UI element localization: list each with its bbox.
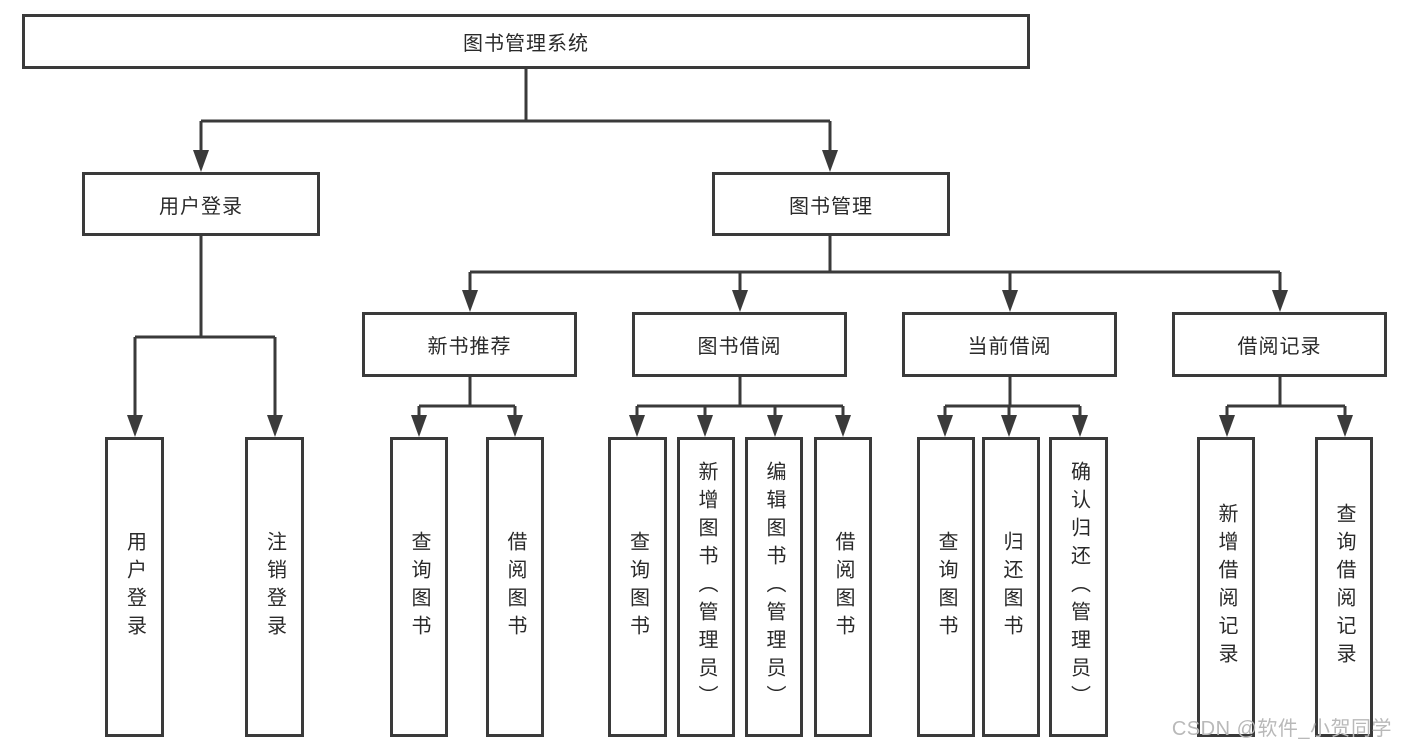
node-current-query-book: 查询图书 — [917, 437, 975, 737]
node-rec-query-book: 查询图书 — [390, 437, 448, 737]
node-borrow-add-book: 新增图书（管理员） — [677, 437, 735, 737]
node-rec-borrow-book: 借阅图书 — [486, 437, 544, 737]
node-book-borrow: 图书借阅 — [632, 312, 847, 377]
node-borrow-add-book-label: 新增图书（管理员） — [695, 461, 717, 713]
node-user-login-branch: 用户登录 — [82, 172, 320, 236]
connector-book-borrow — [635, 377, 845, 417]
node-current-borrow-label: 当前借阅 — [967, 336, 1052, 358]
node-borrow-edit-book-label: 编辑图书（管理员） — [763, 461, 785, 713]
node-user-login-branch-label: 用户登录 — [159, 195, 243, 218]
node-borrow-query-book: 查询图书 — [608, 437, 667, 737]
node-records-add-label: 新增借阅记录 — [1215, 503, 1237, 671]
connector-book-mgmt-branch — [468, 236, 1282, 292]
node-logout: 注销登录 — [245, 437, 304, 737]
node-current-confirm-return: 确认归还（管理员） — [1049, 437, 1108, 737]
node-records-query: 查询借阅记录 — [1315, 437, 1373, 737]
node-book-management-branch: 图书管理 — [712, 172, 950, 236]
arrowheads — [127, 150, 1353, 437]
node-records-add: 新增借阅记录 — [1197, 437, 1255, 737]
node-current-query-book-label: 查询图书 — [935, 531, 957, 643]
node-rec-borrow-book-label: 借阅图书 — [504, 531, 526, 643]
node-borrow-records: 借阅记录 — [1172, 312, 1387, 377]
csdn-watermark: CSDN @软件_小贺同学 — [1171, 718, 1392, 740]
node-current-borrow: 当前借阅 — [902, 312, 1117, 377]
node-borrow-query-book-label: 查询图书 — [626, 531, 649, 643]
node-borrow-borrow-book: 借阅图书 — [814, 437, 872, 737]
node-borrow-records-label: 借阅记录 — [1237, 336, 1322, 358]
node-new-book-recommend-label: 新书推荐 — [427, 336, 512, 358]
node-new-book-recommend: 新书推荐 — [362, 312, 577, 377]
node-logout-label: 注销登录 — [263, 531, 286, 643]
node-root-system-label: 图书管理系统 — [463, 33, 589, 55]
node-borrow-edit-book: 编辑图书（管理员） — [745, 437, 803, 737]
node-user-login-label: 用户登录 — [123, 531, 146, 643]
connector-login-branch — [133, 236, 277, 417]
connector-new-book-rec — [417, 377, 517, 417]
node-current-return-book-label: 归还图书 — [1000, 531, 1022, 643]
node-current-return-book: 归还图书 — [982, 437, 1040, 737]
connector-current-borrow — [943, 377, 1082, 417]
node-records-query-label: 查询借阅记录 — [1333, 503, 1355, 671]
node-book-management-branch-label: 图书管理 — [789, 195, 873, 218]
node-book-borrow-label: 图书借阅 — [697, 336, 782, 358]
node-rec-query-book-label: 查询图书 — [408, 531, 430, 643]
node-current-confirm-return-label: 确认归还（管理员） — [1067, 461, 1090, 713]
node-borrow-borrow-book-label: 借阅图书 — [832, 531, 854, 643]
connector-root — [199, 69, 832, 152]
node-user-login: 用户登录 — [105, 437, 164, 737]
node-root-system: 图书管理系统 — [22, 14, 1030, 69]
connector-borrow-record — [1225, 377, 1347, 417]
